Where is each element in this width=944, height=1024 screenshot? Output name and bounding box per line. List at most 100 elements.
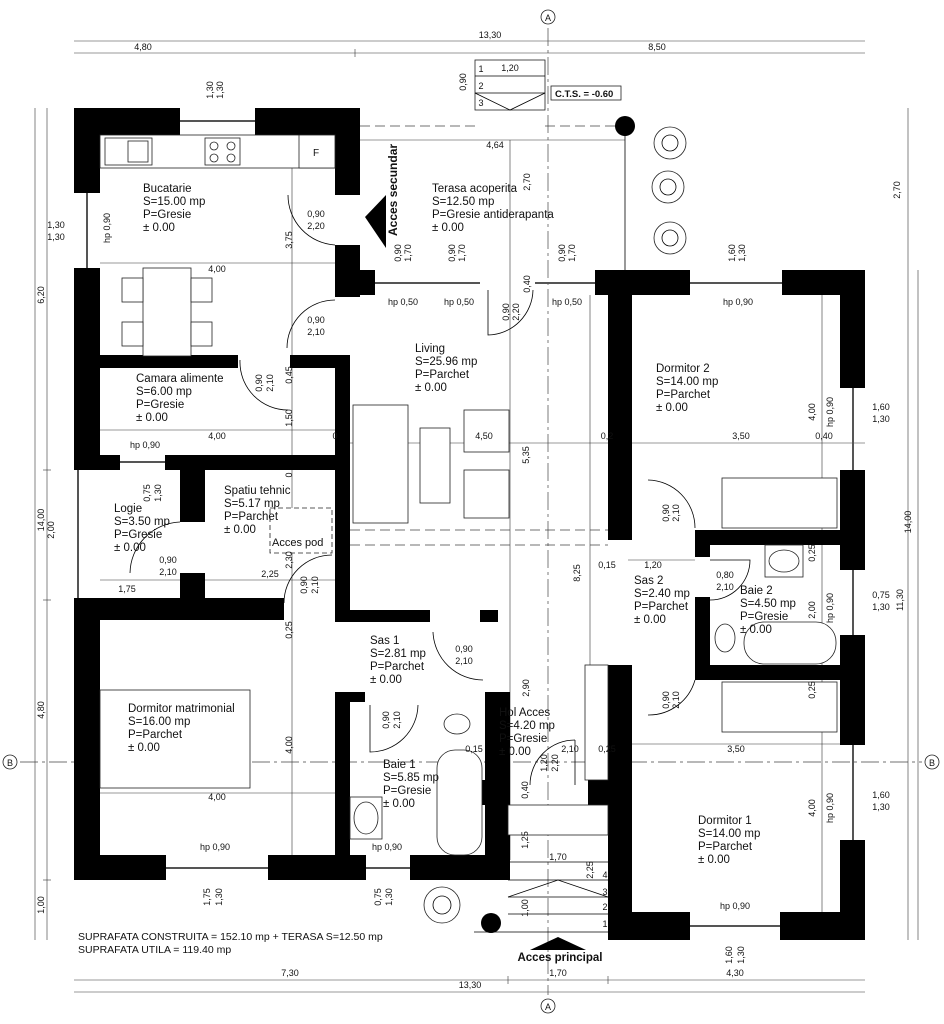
room-level: ± 0.00: [415, 382, 447, 394]
room-area: S=15.00 mp: [143, 196, 205, 208]
dimension-label: hp 0,90: [130, 440, 160, 450]
dimension-label: 0,90: [381, 711, 391, 729]
dimension-label: 6,20: [36, 286, 46, 304]
dimension-label: 2,10: [310, 576, 320, 594]
room-area: S=2.40 mp: [634, 588, 690, 600]
room-level: ± 0.00: [432, 222, 464, 234]
dimension-label: 2: [602, 902, 607, 912]
dimension-label: 4,30: [726, 968, 744, 978]
room-name: Camara alimente: [136, 373, 224, 385]
room-area: S=16.00 mp: [128, 716, 190, 728]
room-area: S=3.50 mp: [114, 516, 170, 528]
acces-pod-label: Acces pod: [272, 537, 323, 549]
dimension-label: 1,30: [872, 602, 890, 612]
room-level: ± 0.00: [383, 798, 415, 810]
dimension-label: 2,10: [159, 567, 177, 577]
dimension-label: 1,25: [520, 831, 530, 849]
dimension-label: 1,70: [549, 968, 567, 978]
room-floor: P=Parchet: [128, 729, 183, 741]
room-area: S=14.00 mp: [698, 828, 760, 840]
acces-principal-arrow: [530, 937, 586, 950]
dimension-label: 1,75: [202, 888, 212, 906]
dimension-label: 8,25: [572, 564, 582, 582]
room-area: S=4.50 mp: [740, 598, 796, 610]
dimension-label: 0,90: [447, 244, 457, 262]
dimension-label: hp 0,90: [720, 901, 750, 911]
room-floor: P=Parchet: [634, 601, 689, 613]
room-level: ± 0.00: [128, 742, 160, 754]
tree-icon: [651, 170, 685, 204]
axis-a-bottom-marker: [540, 998, 556, 1014]
dimension-label: 0,90: [661, 504, 671, 522]
trees: [423, 126, 687, 924]
dimension-label: 4,00: [208, 792, 226, 802]
dimension-label: 0: [332, 431, 337, 441]
room-name: Baie 2: [740, 585, 773, 597]
room-floor: P=Gresie: [136, 399, 184, 411]
dimension-label: 1,20: [644, 560, 662, 570]
dimension-label: hp 0,50: [444, 297, 474, 307]
dimension-label: 1,70: [567, 244, 577, 262]
dimension-label: 0: [284, 472, 294, 477]
dimension-label: 4,00: [807, 403, 817, 421]
dimension-label: 0,15: [465, 744, 483, 754]
dimension-label: 1,30: [214, 888, 224, 906]
dimension-label: 1,00: [36, 896, 46, 914]
axis-a-top-marker: [540, 9, 556, 25]
room-name: Dormitor matrimonial: [128, 703, 235, 715]
dimension-label: 4,80: [36, 701, 46, 719]
axis-b-right-marker: [924, 754, 940, 770]
dimension-label: 4,00: [284, 736, 294, 754]
dimension-label: 1,50: [284, 409, 294, 427]
dimension-label: 1,30: [736, 946, 746, 964]
dimension-label: 2,00: [807, 601, 817, 619]
room-floor: P=Gresie antiderapanta: [432, 209, 554, 221]
room-area: S=2.81 mp: [370, 648, 426, 660]
dimension-label: 1,30: [737, 244, 747, 262]
dimension-label: 2,70: [522, 173, 532, 191]
dimension-label: 3,75: [284, 231, 294, 249]
room-level: ± 0.00: [143, 222, 175, 234]
room-level: ± 0.00: [656, 402, 688, 414]
room-name: Bucatarie: [143, 183, 192, 195]
dimension-label: 0,25: [284, 621, 294, 639]
dimension-label: 0,90: [254, 374, 264, 392]
dimension-label: 1,70: [457, 244, 467, 262]
door-swings: [129, 194, 751, 786]
dimension-label: 0,90: [501, 303, 511, 321]
room-area: S=6.00 mp: [136, 386, 192, 398]
dimension-label: 0,40: [520, 781, 530, 799]
dimension-label: 0,90: [455, 644, 473, 654]
dimension-label: 1,30: [47, 220, 65, 230]
dimension-label: 3,50: [732, 431, 750, 441]
summary-built-area: SUPRAFATA CONSTRUITA = 152.10 mp + TERAS…: [78, 931, 383, 943]
room-level: ± 0.00: [499, 746, 531, 758]
dimension-label: 0,40: [522, 275, 532, 293]
dimension-label: 1: [478, 64, 483, 74]
walls: [74, 108, 865, 940]
furniture: [99, 59, 838, 950]
dimension-label: 3: [478, 98, 483, 108]
room-name: Terasa acoperita: [432, 183, 518, 195]
dimension-label: hp 0,90: [723, 297, 753, 307]
dimension-label: 0,90: [159, 555, 177, 565]
dimension-label: 1,00: [520, 899, 530, 917]
room-floor: P=Parchet: [415, 369, 470, 381]
dimension-label: 2,30: [284, 551, 294, 569]
dimension-label: 2,10: [671, 691, 681, 709]
dimension-label: 13,30: [459, 980, 482, 990]
axis-b-left-marker: [2, 754, 18, 770]
dimension-label: 2,10: [671, 504, 681, 522]
dimension-label: 4,00: [807, 799, 817, 817]
cts-box: [550, 85, 622, 101]
dimension-label: 1,70: [549, 852, 567, 862]
dimension-label: hp 0,90: [825, 593, 835, 623]
dimension-label: 0,75: [142, 484, 152, 502]
dimension-label: 0,90: [661, 691, 671, 709]
dimension-label: 2,20: [307, 221, 325, 231]
room-floor: P=Gresie: [383, 785, 431, 797]
dimension-label: 1,30: [872, 414, 890, 424]
dimension-label: 2,10: [307, 327, 325, 337]
tree-icon: [423, 886, 461, 924]
